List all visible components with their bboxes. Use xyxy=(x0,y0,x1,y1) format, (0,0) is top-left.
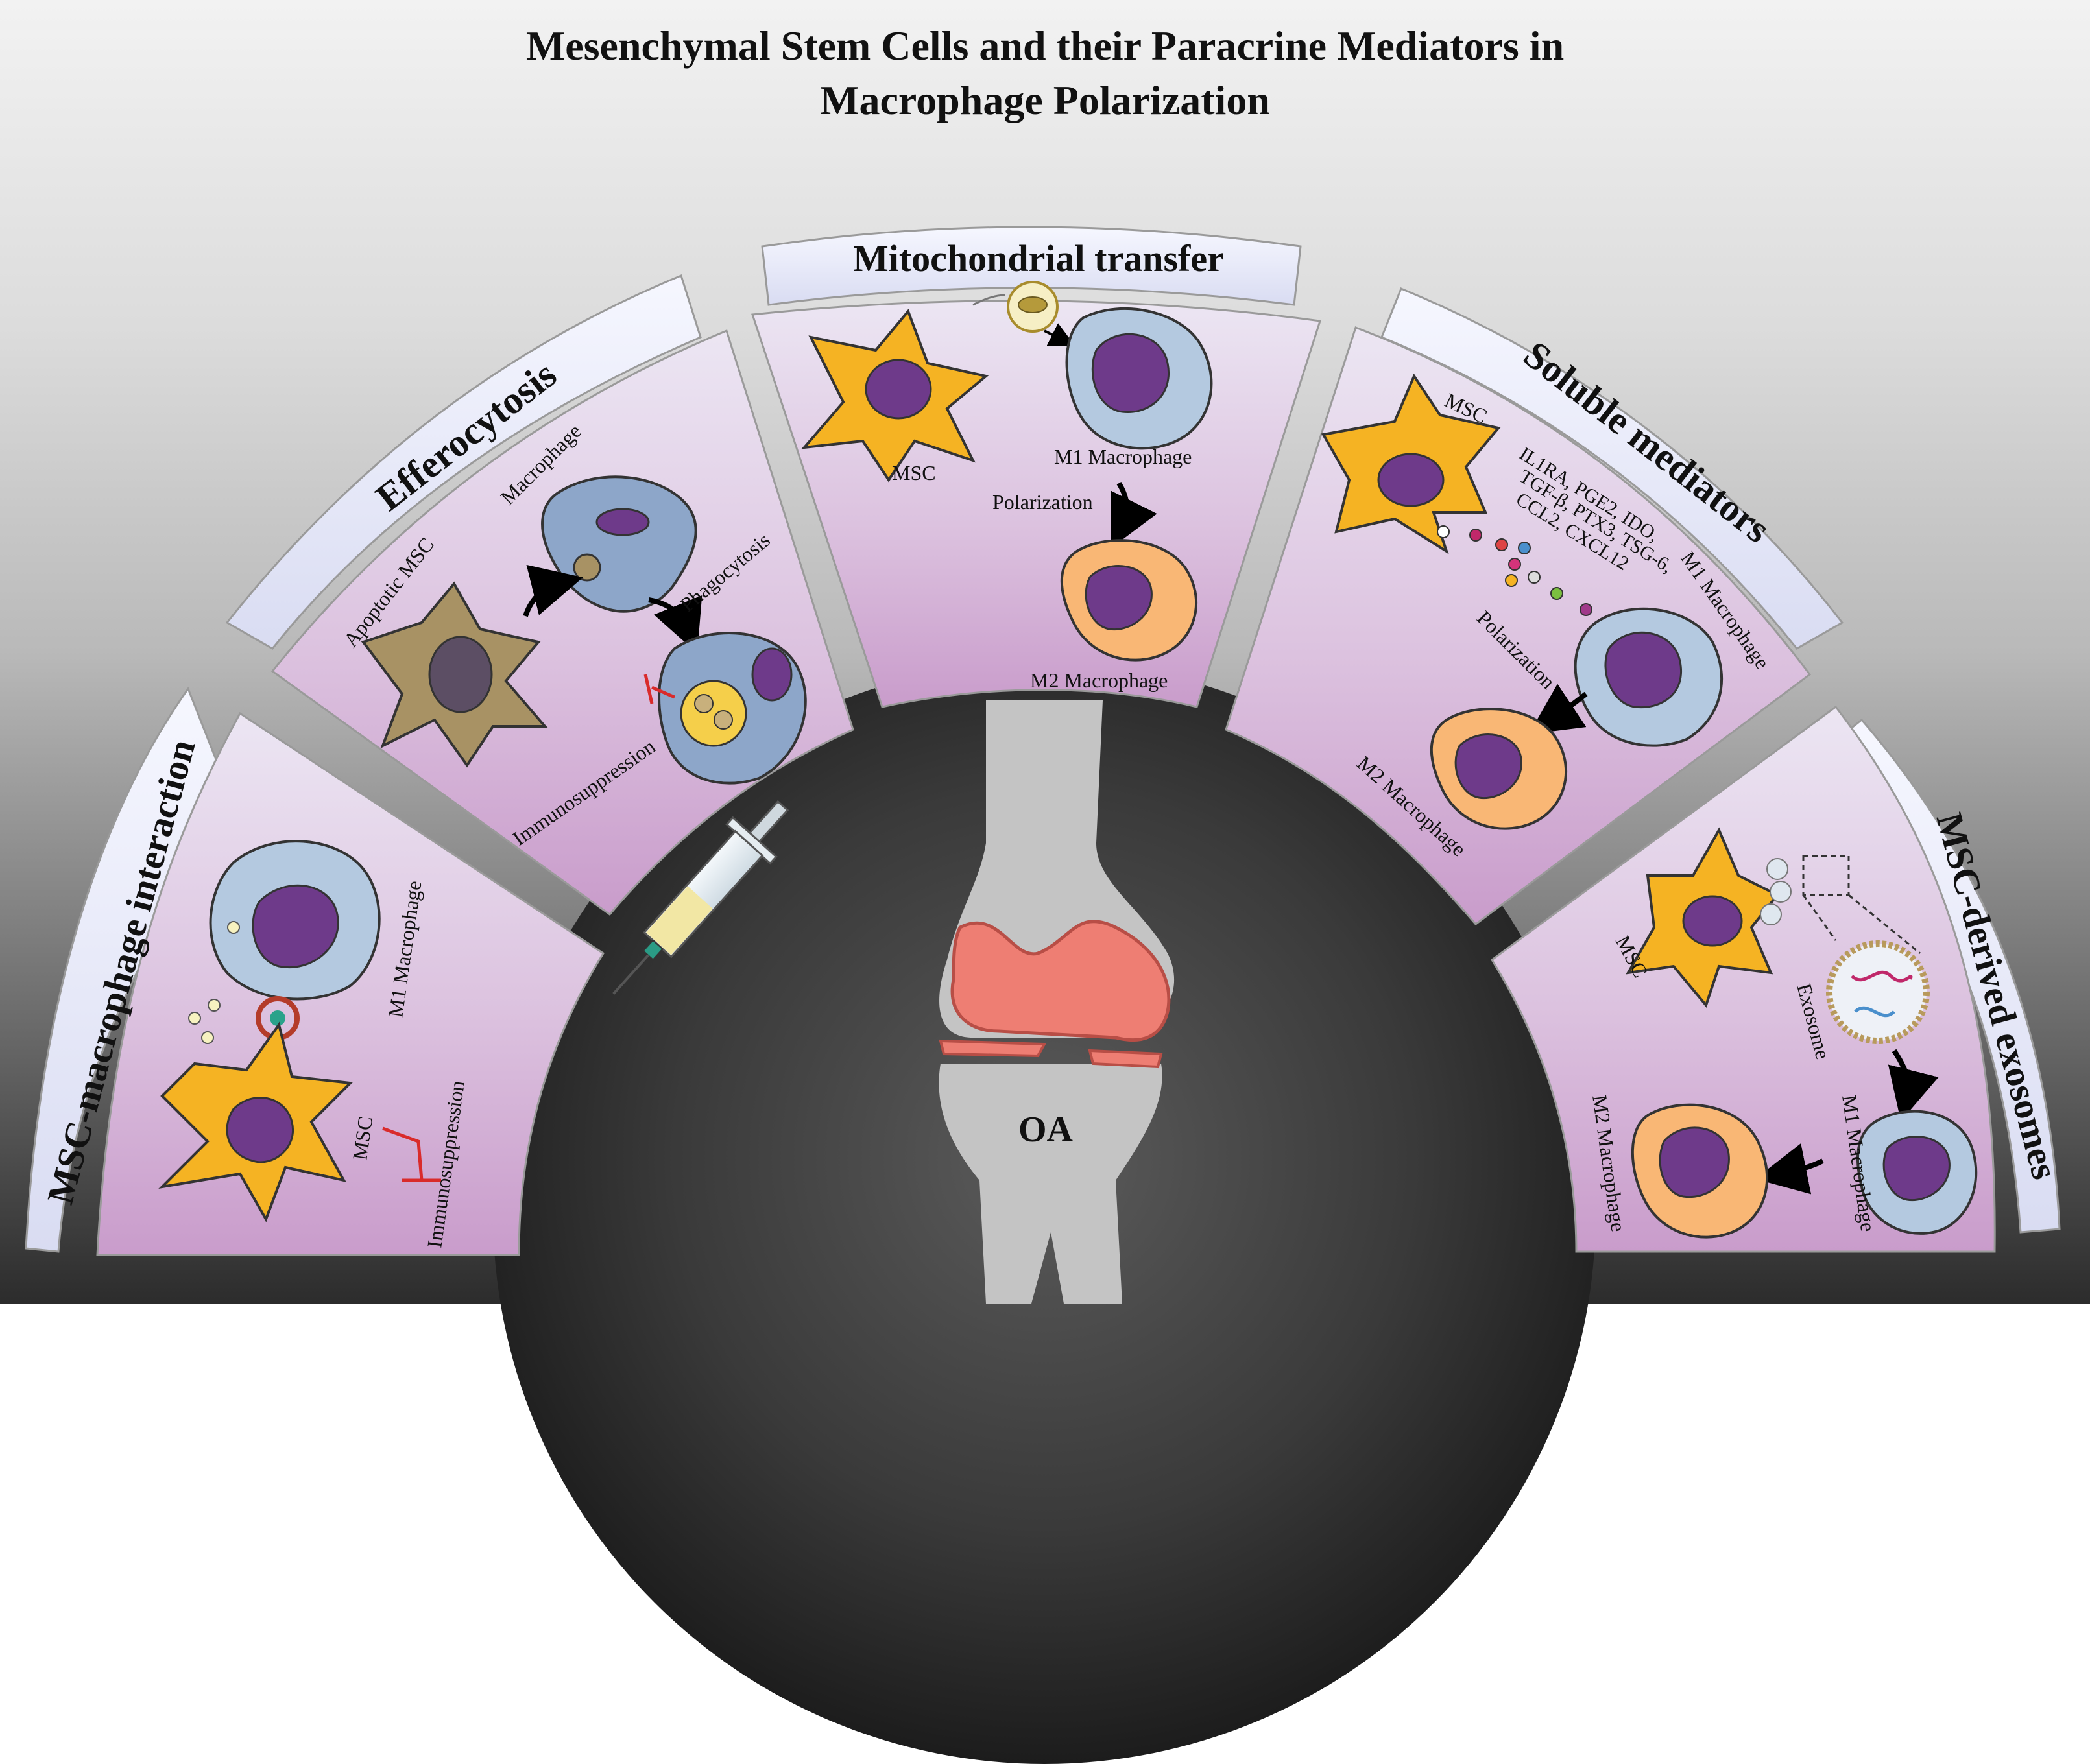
exosome-zoom-line xyxy=(1848,894,1921,955)
syringe-fluid xyxy=(645,886,713,955)
tibia-cartilage-right xyxy=(1088,1049,1163,1069)
mediator-dot xyxy=(1469,529,1482,542)
efferocytosis-arrow-1 xyxy=(523,564,583,617)
mediator-dot xyxy=(1580,603,1592,616)
mediator-dot xyxy=(1518,542,1531,554)
mito-m1-nucleus xyxy=(1091,333,1170,414)
mediator-dot xyxy=(1508,558,1521,571)
exo-msc-nucleus xyxy=(1682,895,1743,947)
mediator-dot xyxy=(1505,574,1518,587)
phagosome xyxy=(680,680,747,747)
mito-polarization-label: Polarization xyxy=(992,490,1093,514)
panel-soluble: Soluble mediators MSC IL1RA, PGE2, IDO, … xyxy=(1225,287,1844,926)
diagram-svg: OA MSC-macrophage interaction M1 Macroph… xyxy=(25,226,2067,1304)
secreted-dot xyxy=(208,999,221,1012)
exosome-bud xyxy=(1760,903,1782,925)
receptor-core xyxy=(270,1010,285,1026)
exosome-bud xyxy=(1770,881,1792,903)
secreted-dot xyxy=(201,1031,214,1044)
mito-arrow-2 xyxy=(1044,323,1075,346)
soluble-m2-nucleus xyxy=(1454,733,1522,800)
tibia-bone xyxy=(939,1064,1162,1304)
exosome-rna xyxy=(1854,1006,1895,1018)
macrophage-nucleus xyxy=(595,508,650,536)
mito-arrow xyxy=(972,294,1006,306)
engulfed-apoptotic-body xyxy=(573,553,601,582)
knee-joint: OA xyxy=(939,700,1175,1304)
panel-efferocytosis-header xyxy=(225,274,702,650)
exo-arrow-1 xyxy=(1888,1049,1939,1121)
panel-mito-header xyxy=(761,226,1302,306)
efferocytosis-inhibition-bar xyxy=(643,674,654,704)
exosome-detail xyxy=(1826,940,1930,1044)
secreted-dot xyxy=(188,1012,201,1025)
soluble-msc-nucleus xyxy=(1377,453,1445,507)
exosome-bud xyxy=(1766,858,1788,880)
panel-soluble-header xyxy=(1380,287,1844,650)
panel-exosomes-body xyxy=(1490,705,1996,1253)
panel-mito-title: Mitochondrial transfer xyxy=(853,237,1224,280)
exosome-dna xyxy=(1851,970,1913,983)
soluble-polarization-arrow xyxy=(1528,684,1588,735)
msc-nucleus xyxy=(226,1097,294,1163)
efferocytosis-inhibition-line xyxy=(651,685,675,699)
secreted-dot xyxy=(227,921,240,934)
mito-m2-label: M2 Macrophage xyxy=(1030,669,1168,692)
mito-polarization-arrow xyxy=(1111,481,1157,549)
mediator-dot xyxy=(1437,525,1450,538)
mito-msc-label: MSC xyxy=(892,461,936,484)
syringe xyxy=(612,800,789,995)
syringe-needle xyxy=(612,954,649,995)
oa-label: OA xyxy=(1018,1110,1074,1150)
panel-mito: Mitochondrial transfer MSC M1 Macrophage… xyxy=(751,226,1321,708)
inhibition-line xyxy=(382,1126,424,1181)
exo-m1-nucleus xyxy=(1882,1136,1951,1202)
exosome-zoom-line xyxy=(1802,894,1837,941)
exosome-zoom-box xyxy=(1802,855,1850,896)
phagosome-vesicle xyxy=(714,710,733,730)
mito-msc-nucleus xyxy=(865,359,932,420)
femur-cartilage xyxy=(950,920,1171,1042)
mito-m1-label: M1 Macrophage xyxy=(1054,445,1192,468)
tibia-cartilage-left xyxy=(939,1039,1047,1058)
title-line-2: Macrophage Polarization xyxy=(820,77,1270,123)
phagocytic-macrophage-nucleus xyxy=(751,647,793,702)
exo-arrow-2 xyxy=(1755,1143,1824,1195)
exo-m2-nucleus xyxy=(1659,1126,1730,1198)
mitochondrion xyxy=(1018,296,1048,313)
title-line-1: Mesenchymal Stem Cells and their Paracri… xyxy=(525,23,1565,69)
efferocytosis-arrow-2 xyxy=(648,595,703,654)
mediator-dot xyxy=(1495,538,1508,551)
mediator-dot xyxy=(1528,571,1541,584)
apoptotic-msc-nucleus xyxy=(428,636,493,713)
soluble-m1-nucleus xyxy=(1604,631,1682,709)
m1-macrophage-nucleus xyxy=(252,884,339,968)
phagosome-vesicle xyxy=(694,694,714,713)
mediator-dot xyxy=(1550,587,1563,600)
mito-m2-nucleus xyxy=(1085,565,1153,631)
